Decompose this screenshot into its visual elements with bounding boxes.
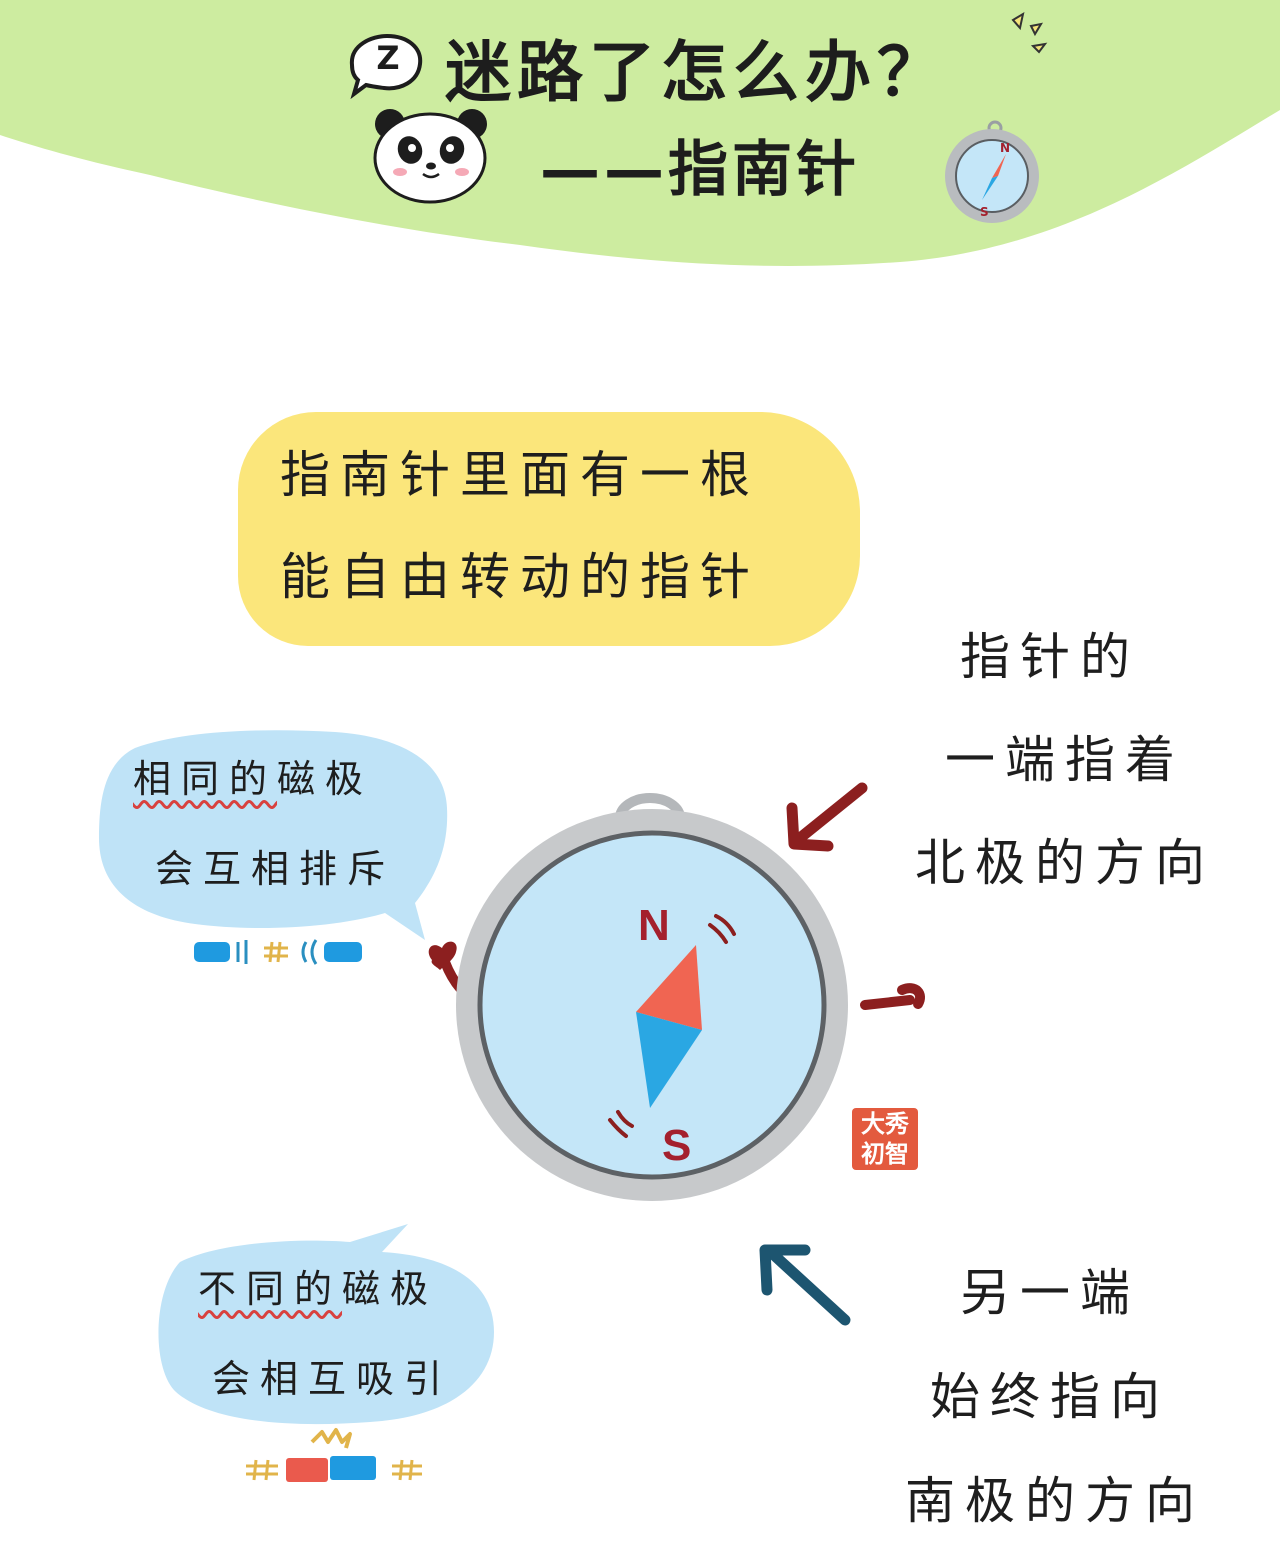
- intro-line-1: 指南针里面有一根: [280, 446, 760, 504]
- north-note-line-3: 北极的方向: [915, 834, 1215, 892]
- small-compass-n: N: [1000, 141, 1010, 155]
- intro-box: [238, 412, 860, 646]
- seal-stamp: 大秀初智: [852, 1108, 918, 1170]
- repel-bubble: [99, 730, 448, 940]
- north-note-line-1: 指针的: [960, 628, 1140, 686]
- north-arrow-icon: [786, 782, 868, 852]
- south-arrow-icon: [759, 1244, 851, 1326]
- sparkle-marks-icon: [1011, 11, 1048, 54]
- page-subtitle: ——指南针: [540, 135, 860, 205]
- compass-south-label: S: [662, 1121, 691, 1170]
- attract-bubble: [158, 1224, 494, 1425]
- repel-magnets-icon: [194, 939, 362, 965]
- badge-letter: Z: [376, 39, 400, 77]
- south-note-line-3: 南极的方向: [905, 1472, 1205, 1530]
- small-compass-s: S: [980, 205, 989, 219]
- attract-rest: 磁极: [342, 1267, 439, 1311]
- compass-illustration: N S: [428, 793, 925, 1201]
- repel-rest: 磁极: [277, 757, 374, 801]
- repel-line-2: 会互相排斥: [155, 847, 396, 891]
- attract-highlight: 不同的: [198, 1267, 343, 1311]
- south-note-line-2: 始终指向: [930, 1368, 1170, 1426]
- intro-line-2: 能自由转动的指针: [280, 548, 760, 606]
- seal-text: 大秀初智: [861, 1110, 909, 1168]
- small-compass-icon: N S: [945, 120, 1039, 223]
- page-title: 迷路了怎么办？: [445, 34, 949, 111]
- repel-line-1: 相同的磁极: [133, 752, 433, 806]
- south-note-line-1: 另一端: [960, 1264, 1140, 1322]
- left-hand-heart-icon: [428, 941, 457, 970]
- north-note-line-2: 一端指着: [945, 731, 1185, 789]
- attract-magnets-icon: [246, 1428, 422, 1482]
- compass-north-label: N: [638, 901, 670, 950]
- attract-line-1: 不同的磁极: [198, 1262, 498, 1316]
- speech-bubble-icon: [349, 33, 423, 100]
- attract-line-2: 会相互吸引: [212, 1357, 453, 1401]
- panda-icon: [373, 109, 487, 204]
- repel-highlight: 相同的: [133, 757, 278, 801]
